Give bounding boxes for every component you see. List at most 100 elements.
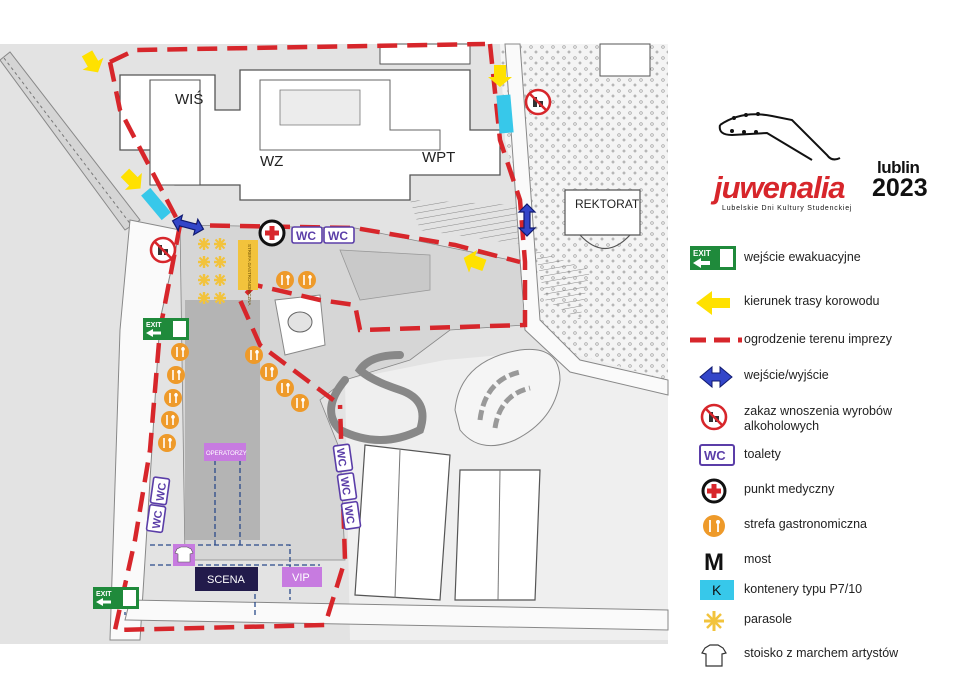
container-icon: K (700, 580, 734, 600)
yellow-arrow-icon (696, 291, 730, 315)
parasol-icon (212, 290, 228, 306)
building-top-right (599, 43, 651, 77)
rektorat-arch (579, 234, 631, 249)
juwenalia-logo: lublin juwenalia 2023 Lubelskie Dni Kult… (712, 100, 932, 220)
event-fence (107, 41, 528, 633)
legend-label: most (744, 552, 772, 566)
wis-building (149, 79, 201, 186)
red-dashed-line-icon (690, 337, 742, 343)
logo-year: 2023 (872, 174, 928, 202)
medical-cross-icon (701, 478, 727, 504)
legend-item-exit: EXIT wejście ewakuacyjne (690, 244, 952, 274)
building-block (339, 249, 431, 301)
exit-sign-icon: EXIT (690, 246, 736, 270)
food-icon (170, 342, 190, 362)
wc-label: WC (338, 476, 352, 496)
stage (195, 567, 258, 591)
operators-box (204, 443, 246, 461)
legend-label: kontenery typu P7/10 (744, 582, 863, 596)
food-icon (259, 362, 279, 382)
exit-sign-icon: EXIT (93, 587, 139, 609)
rail-track (0, 51, 141, 231)
vip-area (282, 567, 322, 587)
legend-label: ogrodzenie terenu imprezy (744, 332, 892, 346)
legend-label: zakaz wnoszenia wyrobów alkoholowych (744, 404, 892, 433)
bridge-letter-icon: M (704, 549, 724, 576)
parasol-icon (212, 236, 228, 252)
legend-item-wc: WC toalety (690, 441, 952, 471)
legend-label: wejście/wyjście (744, 368, 829, 382)
building-lower-left (354, 444, 451, 601)
svg-text:WC: WC (704, 448, 726, 463)
legend-label: wejście ewakuacyjne (744, 250, 861, 264)
svg-text:EXIT: EXIT (96, 591, 112, 598)
operators-label: OPERATORZY (206, 451, 247, 457)
courtyard (279, 89, 361, 126)
parasol-icon (212, 254, 228, 270)
wc-label: WC (342, 505, 356, 525)
building-label-wpt: WPT (422, 149, 455, 166)
no-alcohol-icon (524, 88, 552, 116)
road-south (124, 599, 669, 631)
food-icon (290, 393, 310, 413)
food-icon (275, 378, 295, 398)
food-icon (163, 388, 183, 408)
wc-label: WC (328, 229, 348, 243)
building-divider (497, 469, 501, 601)
food-icon (166, 365, 186, 385)
legend-item-access: wejście/wyjście (690, 362, 952, 392)
legend-item-route: kierunek trasy korowodu (690, 288, 952, 318)
vip-label: VIP (292, 572, 310, 584)
rail-line (3, 57, 133, 227)
operators-area (185, 300, 260, 540)
legend-label: kierunek trasy korowodu (744, 294, 880, 308)
food-icon (160, 410, 180, 430)
stage-label: SCENA (207, 574, 246, 586)
svg-text:K: K (712, 582, 722, 598)
wc-label: WC (296, 229, 316, 243)
wc-group-top: WC WC (291, 226, 355, 244)
legend-item-fence: ogrodzenie terenu imprezy (690, 326, 952, 356)
wc-label: WC (155, 482, 169, 502)
legend-item-medical: punkt medyczny (690, 476, 952, 506)
stairs (410, 200, 525, 245)
wc-label: WC (151, 510, 165, 530)
legend-item-food: strefa gastronomiczna (690, 511, 952, 541)
legend-label: stoisko z marchem artystów (744, 646, 899, 660)
parasol-icon (196, 290, 212, 306)
building-label-wz: WZ (260, 153, 283, 170)
medical-cross-icon (258, 219, 286, 247)
exit-sign-icon: EXIT (143, 318, 189, 340)
building-lower-right (454, 469, 541, 601)
parasol-icon (196, 272, 212, 288)
parasol-icon (196, 254, 212, 270)
building-divider (394, 449, 401, 599)
no-alcohol-icon (700, 403, 728, 431)
wc-icon: WC (699, 444, 735, 466)
rektorat-building (564, 189, 641, 236)
food-icon (275, 270, 295, 290)
parasol-icon (196, 236, 212, 252)
container-icon (141, 187, 171, 221)
parasol-icon (704, 611, 724, 631)
amphitheatre-rows (477, 369, 531, 429)
food-icon (703, 515, 725, 537)
container-icon (496, 94, 514, 134)
wc-group-left: WC WC (145, 476, 171, 534)
logo-city: lublin (877, 158, 920, 177)
stairs-right (535, 250, 590, 320)
legend-item-container: K kontenery typu P7/10 (690, 576, 952, 606)
food-tent (238, 240, 258, 290)
legend-label: toalety (744, 447, 781, 461)
svg-text:EXIT: EXIT (146, 322, 162, 329)
legend-item-bridge: M most (690, 546, 952, 576)
food-icon (157, 433, 177, 453)
legend-item-no-alcohol: zakaz wnoszenia wyrobów alkoholowych (690, 402, 952, 438)
guitar-icon (718, 112, 841, 161)
tshirt-icon (173, 544, 195, 566)
food-tent-label: STREFA GASTRONOMICZNA (247, 244, 252, 306)
svg-text:EXIT: EXIT (693, 249, 711, 258)
svg-text:M: M (704, 549, 724, 576)
